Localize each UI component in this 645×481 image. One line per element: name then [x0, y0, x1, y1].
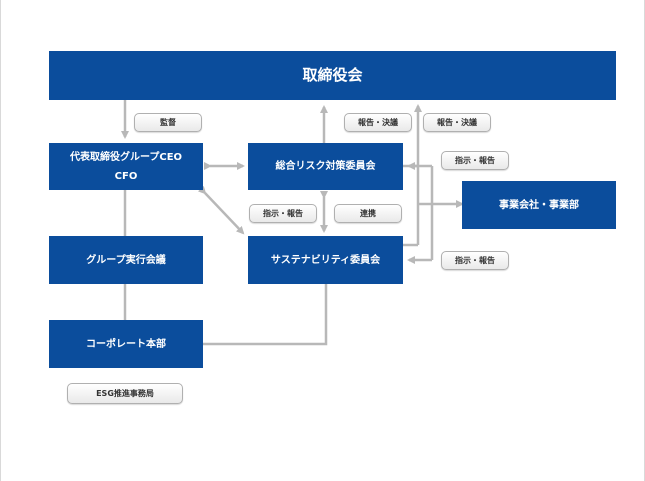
board-box: 取締役会	[49, 51, 616, 100]
board-label: 取締役会	[302, 66, 363, 85]
business-units-label: 事業会社・事業部	[499, 199, 579, 211]
ceo-label-line1: 代表取締役グループCEO	[69, 151, 183, 163]
renkei-label: 連携	[334, 204, 402, 223]
corporate-to-sustain-line	[203, 284, 328, 346]
sustainability-committee-box: サステナビリティ委員会	[248, 236, 403, 284]
risk-committee-box: 総合リスク対策委員会	[248, 143, 403, 190]
corporate-box: コーポレート本部	[49, 320, 203, 368]
shiji-hokoku-label-1: 指示・報告	[441, 151, 509, 170]
frame-border-left	[0, 0, 1, 481]
hokoku-ketsugi-label-1: 報告・決議	[344, 113, 412, 132]
corporate-label: コーポレート本部	[86, 338, 166, 350]
risk-committee-label: 総合リスク対策委員会	[275, 161, 376, 172]
shiji-hokoku-label-2: 指示・報告	[249, 204, 317, 223]
business-units-box: 事業会社・事業部	[462, 181, 616, 229]
shiji-hokoku-label-3: 指示・報告	[441, 251, 509, 270]
sustainability-committee-label: サステナビリティ委員会	[270, 254, 381, 266]
esg-office-label: ESG推進事務局	[67, 383, 183, 404]
group-exec-label: グループ実行会議	[86, 254, 166, 266]
ceo-box: 代表取締役グループCEO CFO	[49, 143, 203, 190]
kansa-label: 監督	[134, 113, 202, 132]
ceo-sustain-arrow	[197, 185, 245, 235]
ceo-label-line2: CFO	[114, 170, 138, 182]
hokoku-ketsugi-label-2: 報告・決議	[423, 113, 491, 132]
group-exec-box: グループ実行会議	[49, 236, 203, 284]
